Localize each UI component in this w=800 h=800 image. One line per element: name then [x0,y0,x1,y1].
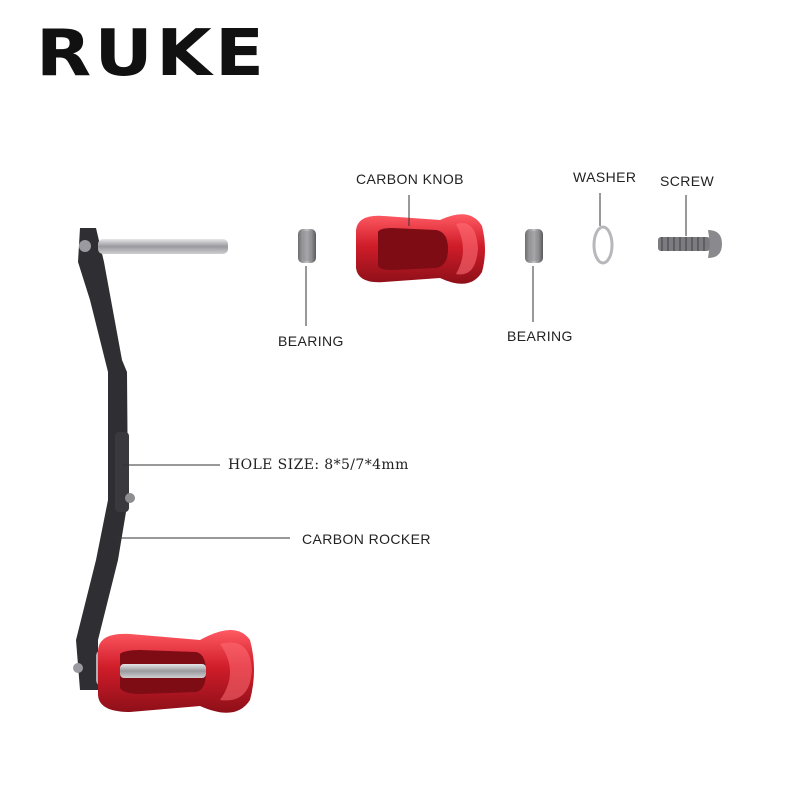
top-shaft [98,239,228,254]
hole-plate [115,432,129,512]
washer-ring [592,225,614,265]
carbon-rocker-arm [76,228,128,690]
rocker-nut-center [125,493,135,503]
carbon-knob [356,214,485,284]
brand-logo: RUKE [36,17,268,91]
label-carbon-knob: CARBON KNOB [356,171,464,187]
label-carbon-rocker: CARBON ROCKER [302,531,431,547]
rocker-nut-bottom [73,663,83,673]
label-screw: SCREW [660,173,715,189]
assembled-knob [96,630,254,713]
label-bearing-right: BEARING [507,328,573,344]
label-washer: WASHER [573,169,637,185]
screw [658,230,722,258]
rocker-nut-top [79,240,91,252]
label-hole-size: HOLE SIZE: 8*5/7*4mm [228,457,409,473]
label-bearing-left: BEARING [278,333,344,349]
